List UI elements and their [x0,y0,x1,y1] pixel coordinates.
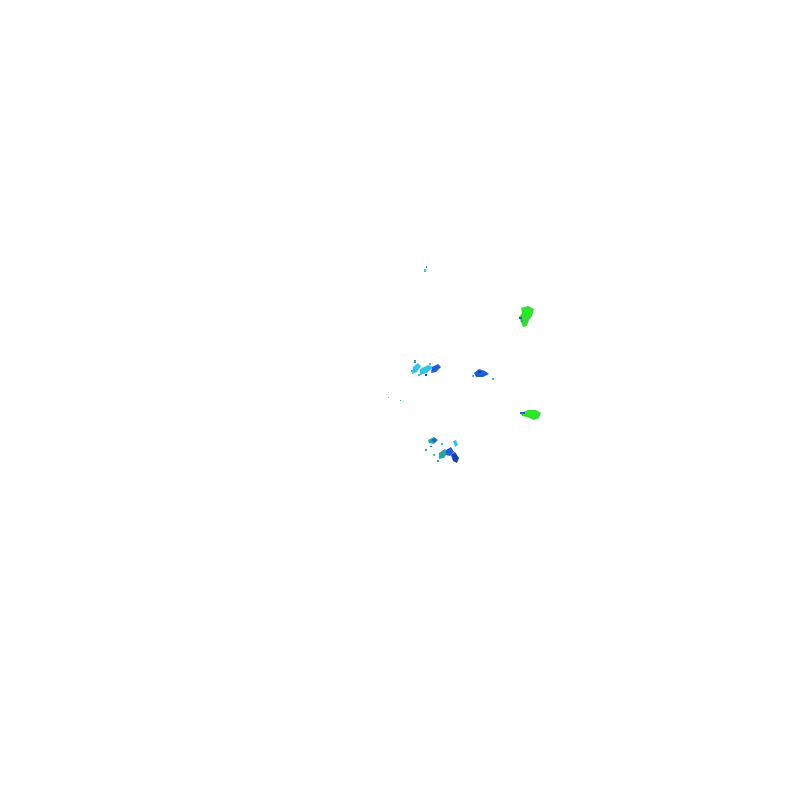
echo-cell-north [424,266,427,272]
echo-cell-center [472,369,494,380]
echo-cell-northeast [519,306,534,327]
echo-cell-west [411,360,441,376]
echo-specks-west [388,397,401,401]
echo-cell-east [520,410,541,420]
echo-cell-south [425,437,459,463]
